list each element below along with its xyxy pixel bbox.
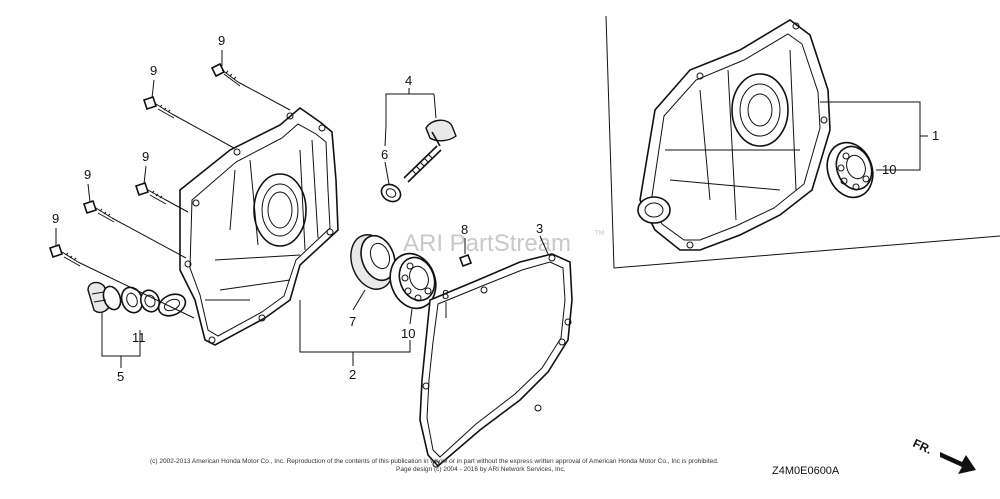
front-direction-arrow: FR. — [911, 436, 976, 474]
callout-3: 3 — [536, 221, 543, 236]
flange-bolt-3[interactable] — [134, 181, 167, 205]
callout-10: 10 — [401, 326, 415, 341]
oil-filler-cap[interactable] — [87, 281, 124, 314]
copyright-line-1: (c) 2002-2013 American Honda Motor Co., … — [150, 458, 719, 465]
callout-9: 9 — [150, 63, 157, 78]
dipstick-o-ring[interactable] — [378, 181, 403, 205]
callout-labels: 9 9 9 9 9 11 5 4 6 7 10 2 8 8 3 1 10 — [52, 33, 939, 384]
radial-ball-bearing-assembly[interactable] — [820, 136, 880, 204]
callout-4: 4 — [405, 73, 412, 88]
callout-1: 1 — [932, 128, 939, 143]
flange-bolt-1[interactable] — [210, 62, 241, 87]
oil-seal[interactable] — [344, 229, 401, 295]
callout-8: 8 — [442, 287, 449, 302]
callout-7: 7 — [349, 314, 356, 329]
callout-2: 2 — [349, 367, 356, 382]
callout-6: 6 — [381, 147, 388, 162]
front-label: FR. — [911, 436, 934, 457]
crankcase-gasket[interactable] — [419, 253, 573, 468]
callout-5: 5 — [117, 369, 124, 384]
callout-9: 9 — [218, 33, 225, 48]
callout-11: 11 — [132, 330, 146, 345]
callout-9: 9 — [84, 167, 91, 182]
flange-bolt-5[interactable] — [48, 243, 81, 267]
watermark-trademark: ™ — [594, 229, 605, 241]
copyright-line-2: Page design (c) 2004 - 2016 by ARI Netwo… — [396, 466, 566, 473]
callout-8: 8 — [461, 222, 468, 237]
crankcase-cover[interactable] — [155, 106, 339, 346]
flange-bolt-4[interactable] — [82, 199, 115, 223]
flange-bolt-2[interactable] — [142, 95, 175, 119]
crankcase-cover-assembly[interactable] — [637, 19, 831, 251]
radial-ball-bearing[interactable] — [383, 247, 443, 315]
oil-level-gauge[interactable] — [403, 119, 457, 183]
diagram-code: Z4M0E0600A — [772, 465, 840, 477]
dowel-pin-1[interactable] — [458, 253, 473, 268]
arrow-icon — [940, 452, 976, 474]
callout-9: 9 — [52, 211, 59, 226]
watermark-text: ARI PartStream — [403, 230, 571, 257]
leader-lines — [55, 15, 1000, 368]
callout-9: 9 — [142, 149, 149, 164]
callout-10: 10 — [882, 162, 896, 177]
